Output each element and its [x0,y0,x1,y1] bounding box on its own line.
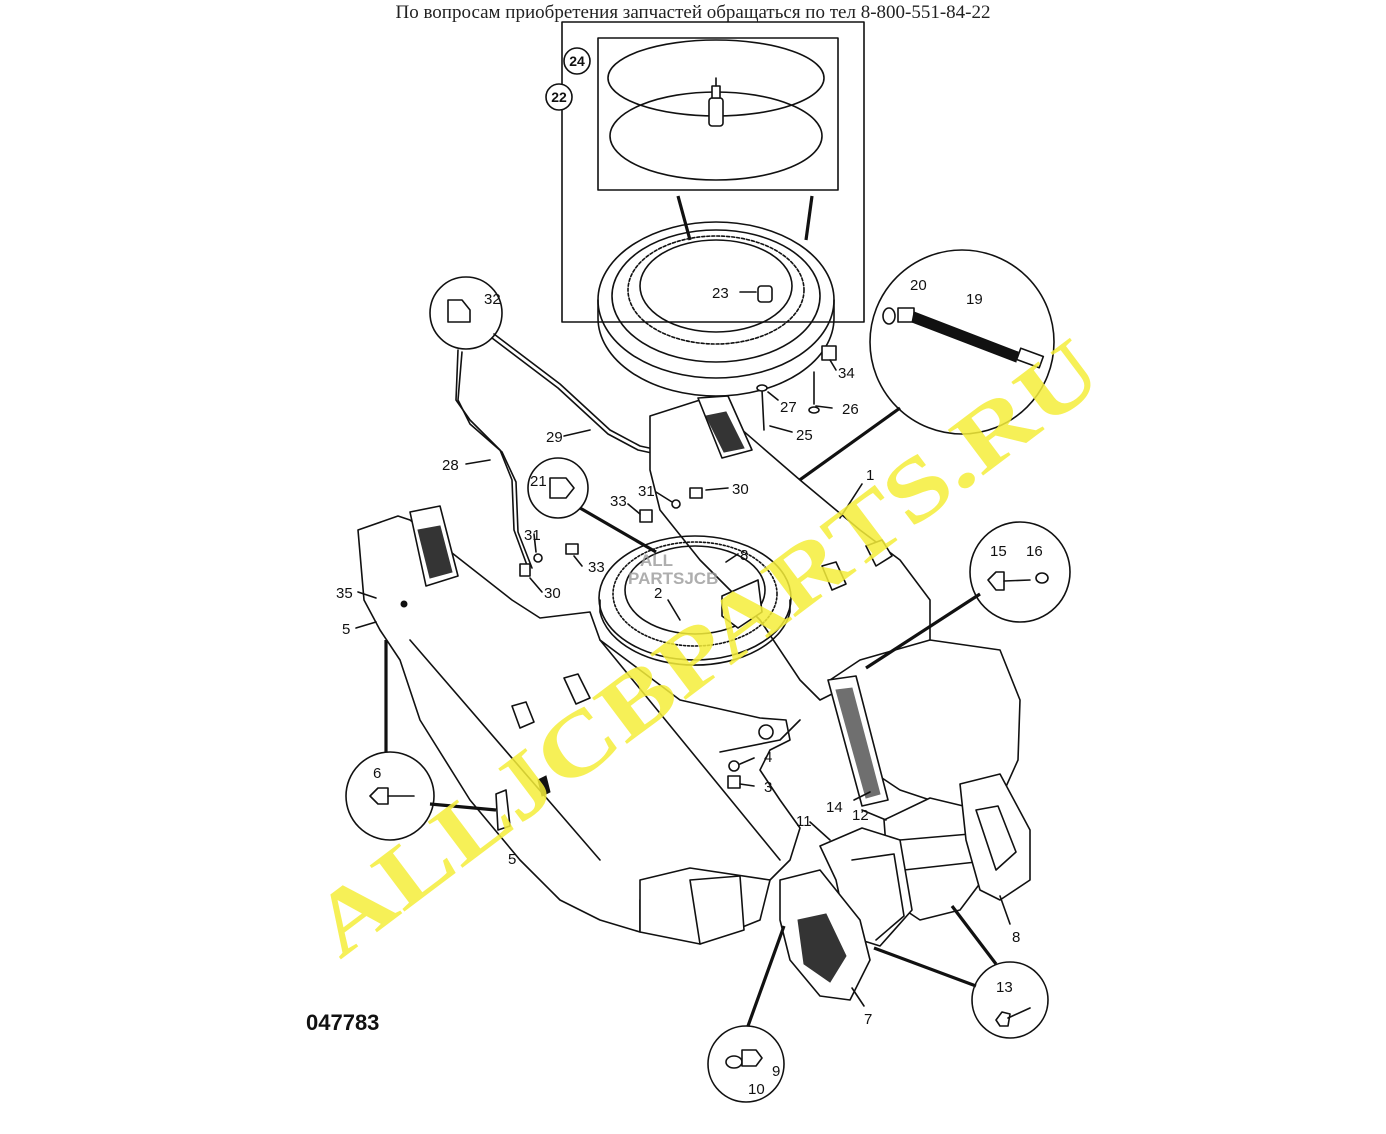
callout-24: 24 [569,53,585,69]
pipe-28 [457,351,533,569]
leader-line [865,592,981,670]
callout-28: 28 [442,457,459,474]
callout-5-upper: 5 [342,621,350,638]
pipe-28 [455,349,529,569]
washer-5 [495,789,511,831]
bolt-6-circle [345,751,435,841]
side-plate-8 [959,773,1031,901]
callout-8-lower: 8 [1012,929,1020,946]
callout-33-right: 33 [610,493,627,510]
callout-25: 25 [796,427,813,444]
callout-30-left: 30 [544,585,561,602]
callout-35: 35 [336,585,353,602]
leader-line [579,506,657,554]
leader-line [746,925,786,1027]
callout-32: 32 [484,291,501,308]
hardware-3-4 [727,760,741,789]
callout-12: 12 [852,807,869,824]
bracket-frame [400,539,893,797]
callout-27: 27 [780,399,797,416]
callout-16: 16 [1026,543,1043,560]
watermark-logo: ALL PARTSJCB [628,551,718,588]
circled-callouts: 24 22 [545,47,591,111]
callout-31-left: 31 [524,527,541,544]
callout-20: 20 [910,277,927,294]
slew-ring [597,221,835,397]
callout-1: 1 [866,467,874,484]
hardware-30-31-33 [519,487,703,577]
spacer-23 [757,285,773,303]
end-plate-7 [779,869,871,1001]
callout-33-left: 33 [588,559,605,576]
callout-10: 10 [748,1081,765,1098]
turntable-ring-2 [598,535,792,666]
callout-8-upper: 8 [740,547,748,564]
callout-leaders [355,291,1011,1007]
figure-number: 047783 [306,1010,379,1035]
nut-9-10-circle [707,1025,785,1103]
callout-31-right: 31 [638,483,655,500]
callout-9: 9 [772,1063,780,1080]
callout-19: 19 [966,291,983,308]
contact-header: По вопросам приобретения запчастей обращ… [395,2,991,23]
callout-5-lower: 5 [508,851,516,868]
bolt-25 [756,384,768,431]
callout-23: 23 [712,285,729,302]
callout-7: 7 [864,1011,872,1028]
bolt-26 [808,371,820,414]
callout-11: 11 [796,813,812,830]
cover-11 [819,827,913,947]
callout-6: 6 [373,765,381,782]
callout-26: 26 [842,401,859,418]
fitting-32-circle [429,276,503,350]
leader-line [873,946,977,988]
callout-3: 3 [764,779,772,796]
callout-29: 29 [546,429,563,446]
grease-tube-icon [708,77,724,127]
callout-numbers: 1 2 3 4 5 5 6 7 8 8 9 10 11 12 13 14 15 … [336,277,1043,1098]
inset-box-outer [561,21,865,323]
casting-12 [883,797,991,921]
hose-detail-circle [869,249,1055,435]
clip-34 [821,345,837,361]
watermark-logo-line-1: ALL [640,551,673,570]
watermark-logo-line-2: PARTSJCB [628,569,718,588]
fitting-21-circle [527,457,589,519]
leader-line [804,195,814,241]
callout-22: 22 [551,89,567,105]
callout-13: 13 [996,979,1013,996]
callout-30-right: 30 [732,481,749,498]
callout-34: 34 [838,365,855,382]
leader-line [429,802,497,812]
leader-line [950,905,998,965]
chassis-frame [357,395,1021,945]
callout-14: 14 [826,799,843,816]
bolt-13-circle [971,961,1049,1039]
bolt-15-16-circle [969,521,1071,623]
callout-2: 2 [654,585,662,602]
callout-15: 15 [990,543,1007,560]
callout-21: 21 [530,473,547,490]
callout-4: 4 [764,749,772,766]
